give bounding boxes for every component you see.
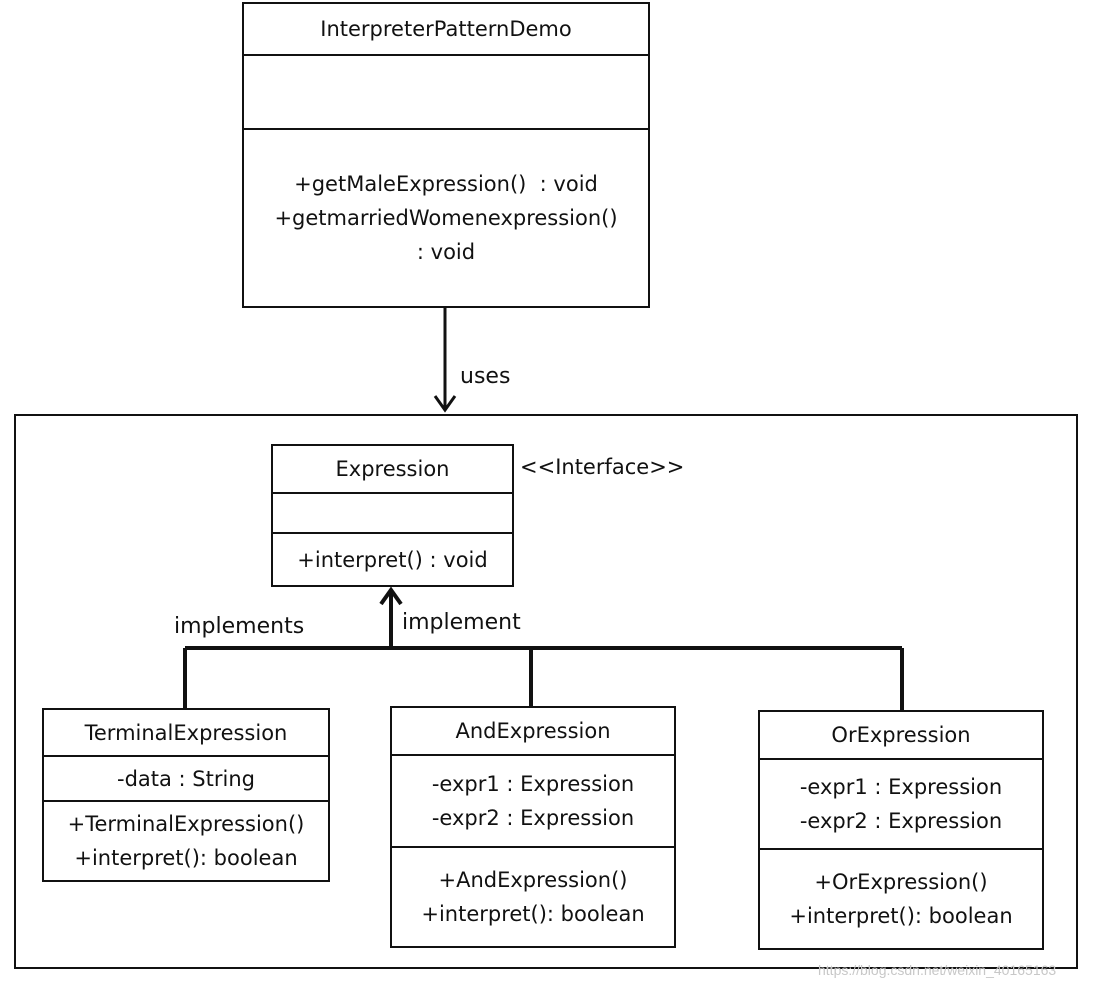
attributes-section: -data : String	[44, 755, 328, 800]
methods-section: +OrExpression() +interpret(): boolean	[760, 848, 1042, 948]
implement-arrow-head	[379, 586, 403, 606]
attribute: -expr2 : Expression	[799, 809, 1003, 833]
implements-label: implements	[174, 614, 305, 639]
attribute: -expr1 : Expression	[799, 775, 1003, 799]
methods-section: +AndExpression() +interpret(): boolean	[392, 846, 674, 946]
attributes-section: -expr1 : Expression -expr2 : Expression	[392, 754, 674, 846]
class-or-expression: OrExpression -expr1 : Expression -expr2 …	[758, 710, 1044, 950]
method: +interpret(): boolean	[74, 846, 298, 870]
attribute: -expr2 : Expression	[431, 806, 635, 830]
class-name: OrExpression	[831, 723, 971, 747]
attributes-section: -expr1 : Expression -expr2 : Expression	[760, 758, 1042, 848]
methods-section: +getMaleExpression() : void +getmarriedW…	[244, 128, 648, 306]
uses-arrow-head	[433, 395, 457, 413]
interface-stereotype: <<Interface>>	[520, 455, 685, 479]
methods-section: +interpret() : void	[273, 532, 512, 585]
uses-label: uses	[460, 364, 511, 389]
attributes-section	[273, 492, 512, 532]
implement-label: implement	[402, 610, 521, 635]
class-and-expression: AndExpression -expr1 : Expression -expr2…	[390, 706, 676, 948]
class-name: InterpreterPatternDemo	[320, 17, 572, 41]
method: +interpret(): boolean	[789, 904, 1013, 928]
class-interpreter-pattern-demo: InterpreterPatternDemo +getMaleExpressio…	[242, 2, 650, 308]
class-name: Expression	[335, 457, 450, 481]
class-name: AndExpression	[455, 719, 611, 743]
attributes-section	[244, 54, 648, 128]
methods-section: +TerminalExpression() +interpret(): bool…	[44, 800, 328, 880]
watermark: https://blog.csdn.net/weixin_40165163	[818, 962, 1057, 978]
method: +getmarriedWomenexpression()	[274, 206, 618, 230]
class-terminal-expression: TerminalExpression -data : String +Termi…	[42, 708, 330, 882]
method: +TerminalExpression()	[67, 812, 305, 836]
method: +interpret(): boolean	[421, 902, 645, 926]
attribute: -expr1 : Expression	[431, 772, 635, 796]
class-expression: Expression +interpret() : void	[271, 444, 514, 587]
method: +interpret() : void	[297, 547, 488, 572]
method: +AndExpression()	[438, 868, 628, 892]
attribute: -data : String	[117, 766, 255, 791]
method: +OrExpression()	[814, 870, 988, 894]
method: +getMaleExpression() : void	[294, 172, 598, 196]
method: : void	[416, 240, 476, 264]
class-name: TerminalExpression	[84, 720, 288, 745]
package-frame	[14, 414, 1078, 969]
